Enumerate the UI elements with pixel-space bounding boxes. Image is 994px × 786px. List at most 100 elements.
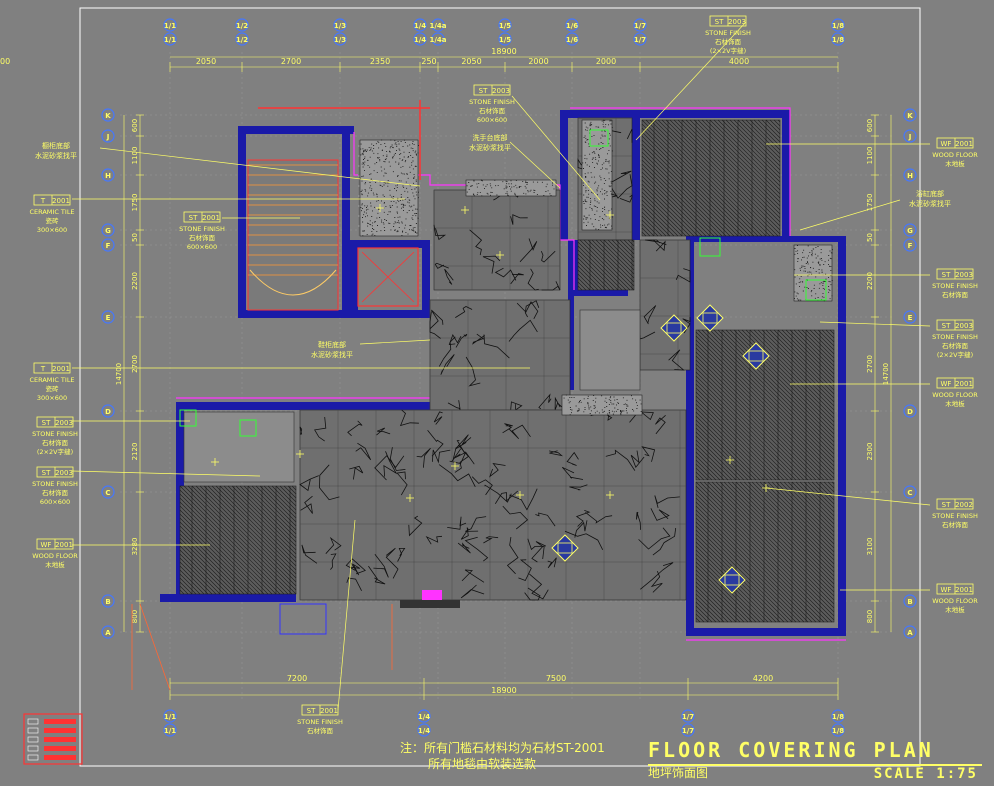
wall-8 [560,110,568,240]
finish-tag-14-code: ST [307,707,316,715]
marble-living-vein [574,520,588,538]
finish-marker-3 [742,342,770,370]
grid-bubble-right-K: K [903,108,917,122]
marble-living-vein [564,530,604,550]
marble-living-vein [527,538,545,560]
marble-foyer-vein [519,238,538,263]
legend-swatch-4 [27,754,39,761]
finish-tag-9-code: ST [942,271,951,279]
grid-bubble-top-b-2-circle [333,32,347,46]
wall-2 [238,310,350,318]
finish-tag-12-code: ST [942,501,951,509]
finish-tag-11-num: 2001 [955,380,973,388]
marble-living-vein [396,471,408,496]
marble-living-vein [454,444,469,473]
grid-bubble-top-1-label: 1/2 [236,22,248,30]
wall-0 [238,126,354,134]
marble-living-vein [460,584,485,599]
marble-living-vein [494,490,519,505]
fixture-green-1 [699,237,721,257]
finish-tag-14-l2: 石材饰面 [307,726,334,735]
grid-bubble-bottom-b-1-circle [417,723,431,737]
grid-bubble-bottom-b-0-circle [163,723,177,737]
finish-tag-10-l2: 石材饰面 [942,341,969,350]
grid-bubble-bottom-b-0: 1/1 [163,723,177,737]
grid-bubble-left-K-label: K [105,112,111,120]
grid-bubble-top-b-6-circle [565,32,579,46]
grid-bubble-top-0-circle [163,18,177,32]
marble-living-vein [397,548,406,562]
marble-living-vein [373,553,389,578]
wood-bedroom-left [179,485,297,595]
grid-bubble-right-C-circle [903,485,917,499]
marble-corridor [429,299,571,411]
grid-bubble-top-5: 1/5 [498,18,512,32]
marble-living-vein [347,420,363,437]
finish-tag-2-num: 2001 [52,197,70,205]
grid-bubble-top-7: 1/7 [633,18,647,32]
marble-living-vein [319,464,340,501]
finish-tag-11-l2: 木地板 [945,399,965,408]
title-underline [648,764,982,766]
marble-foyer-vein [540,250,556,263]
marble-corridor-vein [508,319,538,342]
marble-foyer-vein [444,268,454,285]
marble-corridor-vein [483,334,510,359]
marble-living-vein [483,536,499,544]
grid-bubble-top-8-label: 1/8 [832,22,844,30]
finish-tag-0-code: ST [715,18,724,26]
finish-tag-3-l1: STONE FINISH [179,225,225,233]
finish-tag-0-l3: (2×2V字缝) [710,46,746,55]
marble-living-vein [455,434,472,449]
finish-tag-7-l1: WOOD FLOOR [32,552,78,560]
legend-swatch-3 [27,745,39,752]
leader-6 [71,470,261,477]
grid-bubble-left-J-label: J [106,133,110,141]
finish-tag-10-l1: STONE FINISH [932,333,978,341]
finish-tag-3-l3: 600×600 [187,243,217,251]
marble-living-vein [506,537,519,575]
general-note: 注：所有门槛石材料均为石材ST-2001 所有地毯由软装选款 [400,740,605,772]
grid-bubble-right-B-label: B [907,598,912,606]
speckle-strip-1-dots [563,394,642,416]
wall-22 [568,290,574,390]
finish-tag-5-l1: STONE FINISH [32,430,78,438]
speckle-bath-left-bg [581,119,613,231]
threshold-magenta [422,590,442,602]
sheet-subtitle: 地坪饰面图 [648,766,709,780]
finish-tag-6-l2: 石材饰面 [42,488,69,497]
grid-bubble-top-b-5: 1/5 [498,32,512,46]
grid-bubble-top-b-5-circle [498,32,512,46]
marble-living-vein [385,547,399,579]
annotation-0-line-1: 水泥砂浆找平 [35,151,77,160]
speckle-stair [359,139,419,237]
grid-bubble-left-K-circle [101,108,115,122]
grid-bubble-top-0: 1/1 [163,18,177,32]
stair-curve [249,269,337,296]
legend-swatch-2 [27,736,39,743]
grid-bubble-top-b-5-label: 1/5 [499,36,511,44]
marble-living-vein [569,484,588,491]
grid-bubble-right-J-circle [903,129,917,143]
grid-bubble-top-b-0-circle [163,32,177,46]
grid-bubble-left-G: G [101,223,115,237]
speckle-bath-left [581,119,613,231]
finish-tag-10-code: ST [942,322,951,330]
finish-tag-1-num: 2003 [492,87,510,95]
grid-bubble-top-b-1-circle [235,32,249,46]
finish-marker-1 [718,566,746,594]
speckle-stair-bg [359,139,419,237]
marble-corridor-vein [448,333,462,345]
legend-bar-2 [44,737,76,742]
marble-foyer-bg [433,189,561,291]
marble-corridor-vein [429,309,444,329]
marble-hall-right-bg [639,239,691,371]
leader-0 [635,21,747,141]
marble-corridor-vein [472,333,485,345]
finish-tag-5-num: 2003 [55,419,73,427]
marble-foyer-vein [510,214,528,225]
grid-bubble-bottom-2-label: 1/7 [682,713,694,721]
